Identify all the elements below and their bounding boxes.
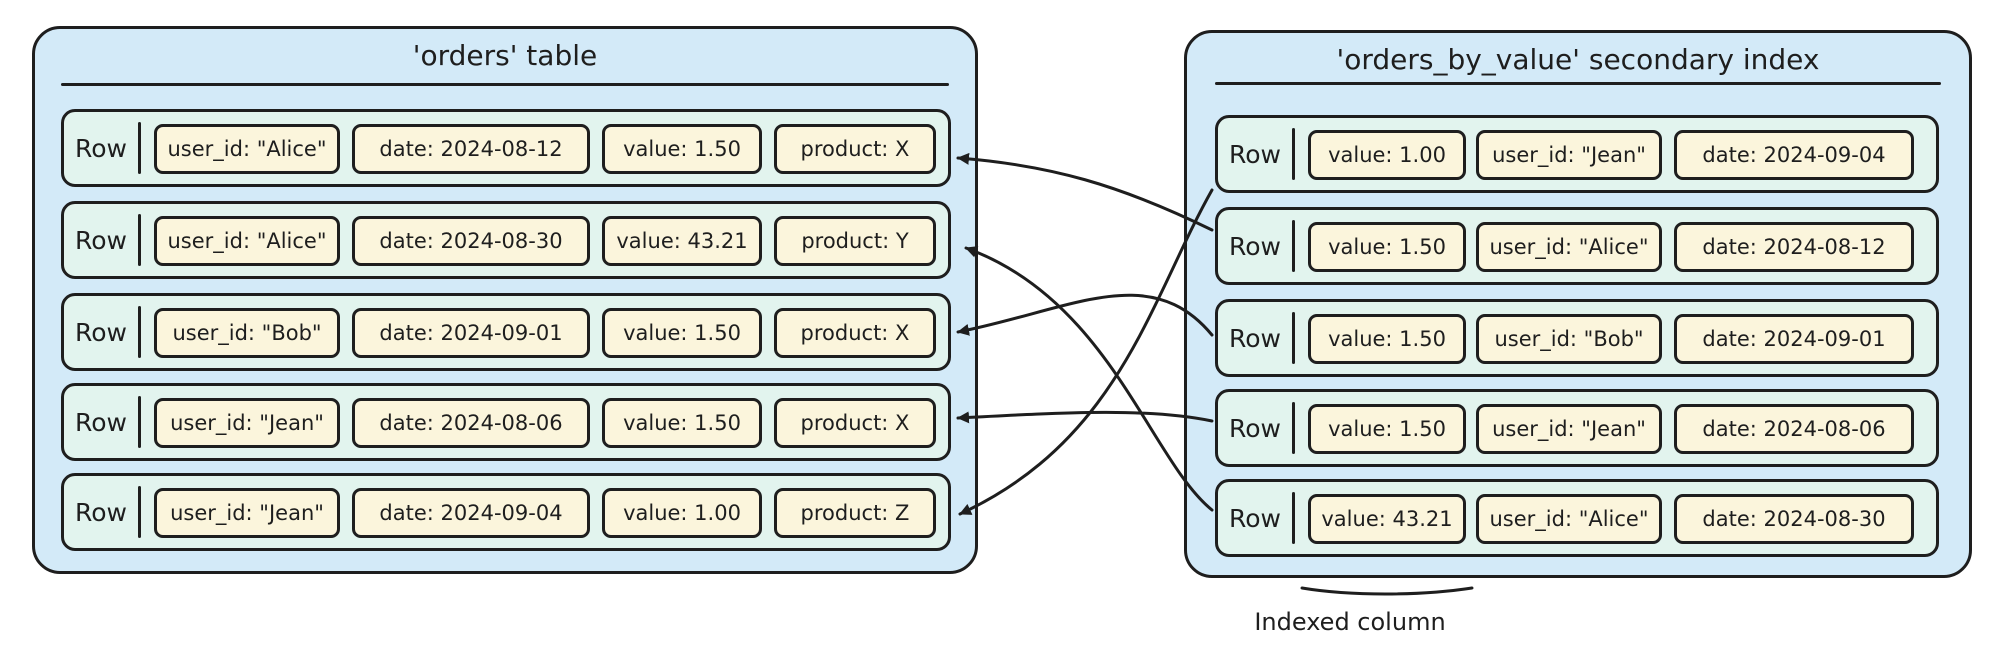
row-label: Row [75,317,127,347]
cell-date: date: 2024-09-04 [1674,130,1914,180]
row-divider [138,214,141,266]
index-row: Row value: 1.50 user_id: "Bob" date: 202… [1215,299,1939,377]
cell-user-id: user_id: "Bob" [1476,314,1662,364]
row-label: Row [75,133,127,163]
pointer-arrow [958,188,1214,516]
cell-user-id: user_id: "Alice" [154,216,340,266]
cell-product: product: Z [774,488,936,538]
table-row: Row user_id: "Bob" date: 2024-09-01 valu… [61,293,951,371]
row-divider [1292,128,1295,180]
row-label: Row [75,407,127,437]
title-divider [1215,82,1941,85]
table-row: Row user_id: "Alice" date: 2024-08-30 va… [61,201,951,279]
row-divider [138,122,141,174]
pointer-arrow [956,293,1214,337]
cell-value: value: 1.50 [602,398,762,448]
index-row: Row value: 1.50 user_id: "Jean" date: 20… [1215,389,1939,467]
cell-user-id: user_id: "Alice" [154,124,340,174]
row-label: Row [1229,503,1281,533]
cell-date: date: 2024-08-06 [1674,404,1914,454]
cell-user-id: user_id: "Jean" [1476,130,1662,180]
row-label: Row [1229,139,1281,169]
cell-value: value: 1.50 [1308,404,1466,454]
table-row: Row user_id: "Jean" date: 2024-09-04 val… [61,473,951,551]
cell-date: date: 2024-08-12 [1674,222,1914,272]
cell-date: date: 2024-09-01 [1674,314,1914,364]
index-row: Row value: 1.00 user_id: "Jean" date: 20… [1215,115,1939,193]
row-label: Row [75,497,127,527]
index-row: Row value: 1.50 user_id: "Alice" date: 2… [1215,207,1939,285]
cell-user-id: user_id: "Jean" [1476,404,1662,454]
index-row: Row value: 43.21 user_id: "Alice" date: … [1215,479,1939,557]
cell-value: value: 43.21 [1308,494,1466,544]
cell-user-id: user_id: "Jean" [154,398,340,448]
cell-product: product: X [774,124,936,174]
row-label: Row [1229,231,1281,261]
secondary-index-panel: 'orders_by_value' secondary index Row va… [1184,30,1972,578]
cell-value: value: 1.50 [1308,222,1466,272]
cell-value: value: 1.50 [602,124,762,174]
orders-table-panel: 'orders' table Row user_id: "Alice" date… [32,26,978,574]
row-divider [1292,402,1295,454]
cell-date: date: 2024-09-04 [352,488,590,538]
title-divider [61,83,949,86]
cell-date: date: 2024-08-06 [352,398,590,448]
pointer-arrow [964,246,1214,512]
cell-date: date: 2024-08-30 [352,216,590,266]
table-row: Row user_id: "Jean" date: 2024-08-06 val… [61,383,951,461]
row-divider [1292,312,1295,364]
row-divider [138,306,141,358]
row-divider [1292,492,1295,544]
row-label: Row [1229,323,1281,353]
cell-date: date: 2024-08-12 [352,124,590,174]
cell-product: product: X [774,308,936,358]
row-divider [1292,220,1295,272]
cell-date: date: 2024-09-01 [352,308,590,358]
cell-product: product: X [774,398,936,448]
cell-value: value: 1.50 [602,308,762,358]
secondary-index-title: 'orders_by_value' secondary index [1336,43,1820,76]
cell-user-id: user_id: "Jean" [154,488,340,538]
row-divider [138,396,141,448]
cell-user-id: user_id: "Bob" [154,308,340,358]
cell-value: value: 1.50 [1308,314,1466,364]
pointer-arrow [956,410,1214,424]
cell-user-id: user_id: "Alice" [1476,222,1662,272]
row-label: Row [75,225,127,255]
indexed-column-note: Indexed column [1254,608,1446,636]
table-row: Row user_id: "Alice" date: 2024-08-12 va… [61,109,951,187]
orders-table-title: 'orders' table [412,39,598,72]
row-divider [138,486,141,538]
row-label: Row [1229,413,1281,443]
cell-user-id: user_id: "Alice" [1476,494,1662,544]
cell-value: value: 43.21 [602,216,762,266]
cell-value: value: 1.00 [602,488,762,538]
cell-value: value: 1.00 [1308,130,1466,180]
cell-product: product: Y [774,216,936,266]
cell-date: date: 2024-08-30 [1674,494,1914,544]
pointer-arrow [956,152,1214,232]
